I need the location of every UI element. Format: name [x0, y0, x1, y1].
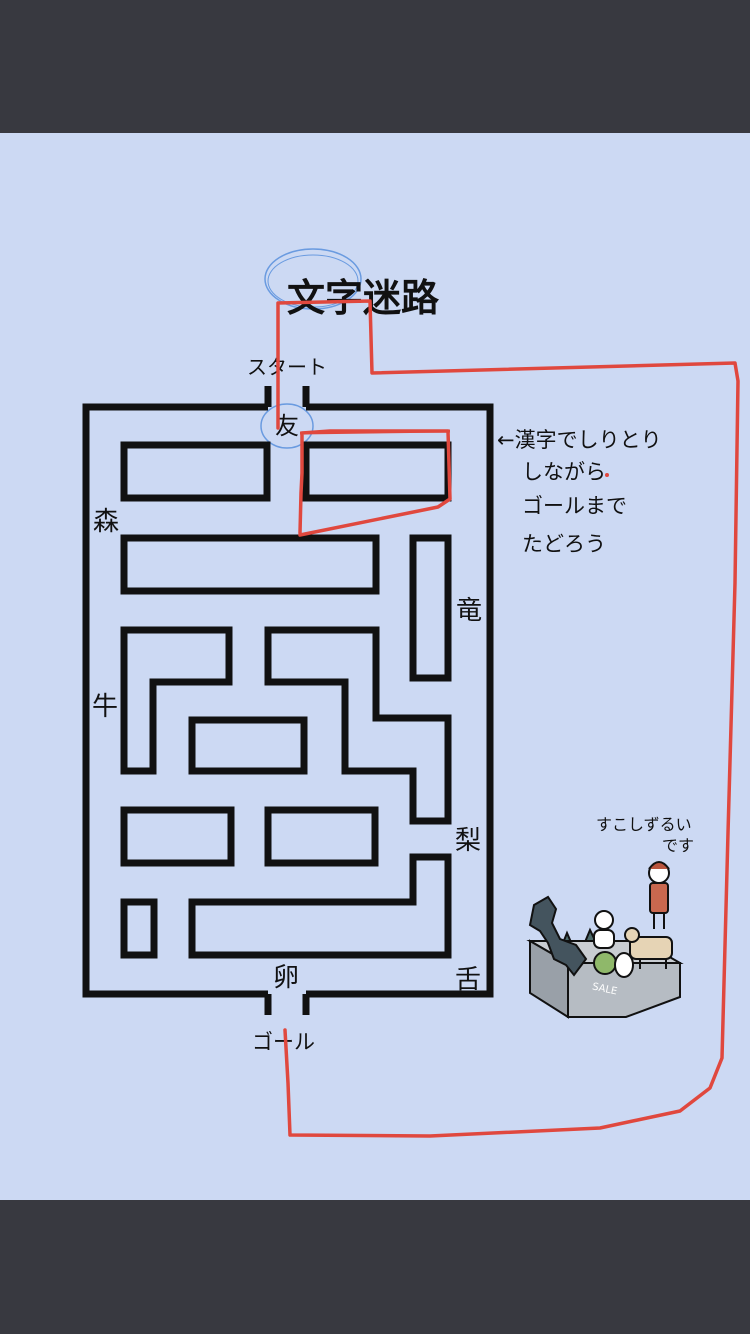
kanji-bottom-right: 舌 [455, 965, 481, 995]
baby-icon [594, 910, 614, 930]
side-note-line-1: すこしずるい [596, 815, 692, 834]
maze-illustration: 文字迷路 スタート 友 森 牛 竜 梨 舌 卵 ゴール ←漢字でしりとり しなが… [82, 248, 740, 1138]
top-bar [0, 0, 750, 133]
market-stand-illustration: SALE [526, 861, 684, 1019]
instruction-line-3: ゴールまで [522, 494, 627, 518]
apple-icon [593, 951, 617, 975]
instruction-line-2: しながら [522, 460, 606, 484]
egg-icon [614, 952, 634, 978]
red-route-line [276, 299, 740, 1138]
page-title: 文字迷路 [287, 276, 440, 320]
cow-icon [629, 936, 673, 960]
kanji-right-mid: 梨 [455, 826, 481, 856]
dragon-icon [528, 895, 588, 977]
maze-walls [82, 386, 494, 1015]
canvas: 文字迷路 スタート 友 森 牛 竜 梨 舌 卵 ゴール ←漢字でしりとり しなが… [0, 133, 750, 1200]
kanji-left-mid: 牛 [92, 692, 118, 722]
side-note-line-2: です [662, 836, 694, 855]
stand-sign: SALE [591, 981, 618, 997]
kanji-right-top: 竜 [456, 596, 482, 626]
start-label: スタート [247, 355, 327, 379]
kanji-left-top: 森 [93, 507, 119, 537]
kanji-goal: 卵 [273, 963, 299, 993]
title-blue-circle [264, 248, 362, 310]
start-blue-circle [260, 403, 314, 449]
instruction-line-4: たどろう [522, 532, 606, 556]
bottom-bar [0, 1200, 750, 1334]
instruction-line-1: ←漢字でしりとり [497, 428, 662, 452]
